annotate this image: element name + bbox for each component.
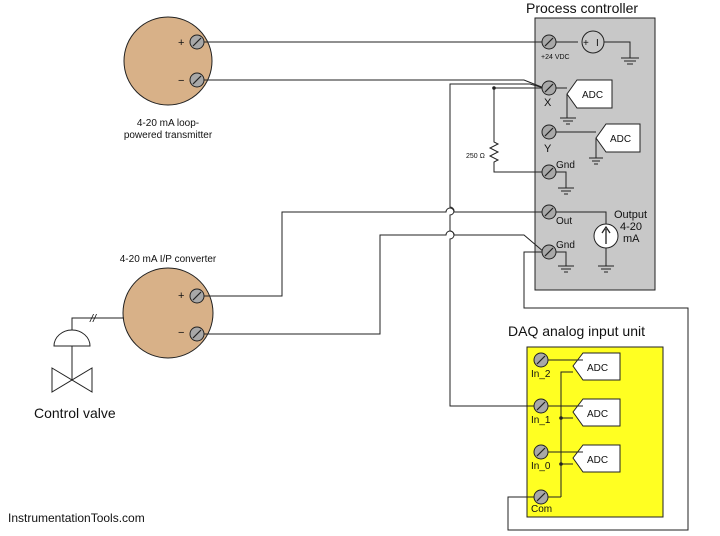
process-controller-box — [534, 17, 656, 291]
transmitter-body — [123, 16, 213, 106]
adc-x-label: ADC — [582, 90, 603, 101]
ground-icon — [560, 117, 576, 125]
com-terminal-label: Com — [531, 504, 552, 515]
output-label-line1: Output — [614, 209, 647, 221]
supply-voltage-label: +24 VDC — [541, 54, 570, 61]
supply-current-symbol: I — [596, 38, 599, 49]
transmitter-plus-sign: + — [178, 37, 184, 49]
in0-terminal — [533, 444, 549, 460]
adc-in1-block — [572, 398, 621, 427]
adc-in1-label: ADC — [587, 409, 608, 420]
y-terminal — [541, 124, 557, 140]
x-terminal-label: X — [544, 97, 552, 109]
ground-icon — [558, 265, 574, 273]
output-label-line3: mA — [623, 233, 640, 245]
transmitter-plus-terminal — [189, 34, 205, 50]
ip-converter-body — [122, 267, 214, 359]
transmitter-label-line2: powered transmitter — [124, 130, 213, 141]
gnd1-terminal — [541, 164, 557, 180]
resistor-label: 250 Ω — [466, 153, 485, 160]
x-terminal — [541, 80, 557, 96]
out-terminal-label: Out — [556, 216, 572, 227]
supply-plus-sign: + — [583, 38, 589, 49]
ip-converter-label: 4-20 mA I/P converter — [120, 254, 217, 265]
y-terminal-label: Y — [544, 143, 552, 155]
in2-terminal-label: In_2 — [531, 369, 551, 380]
pneumatic-signal-marks: // — [89, 313, 97, 325]
adc-in2-label: ADC — [587, 363, 608, 374]
valve-body-icon — [51, 367, 93, 393]
ip-converter-minus-sign: − — [178, 327, 184, 339]
ip-minus-terminal — [189, 326, 205, 342]
ground-icon — [589, 157, 603, 165]
transmitter-minus-sign: − — [178, 75, 184, 87]
ground-icon — [558, 187, 574, 195]
ground-icon — [598, 265, 614, 273]
adc-y-block — [595, 123, 641, 153]
in0-terminal-label: In_0 — [531, 461, 551, 472]
process-controller-title: Process controller — [526, 0, 638, 16]
gnd1-terminal-label: Gnd — [556, 160, 575, 171]
transmitter-label-line1: 4-20 mA loop- — [137, 118, 199, 129]
output-label-line2: 4-20 — [620, 221, 642, 233]
control-valve-label: Control valve — [34, 405, 116, 421]
in2-terminal — [533, 352, 549, 368]
adc-in2-block — [572, 352, 621, 381]
transmitter-minus-terminal — [189, 72, 205, 88]
resistor-icon — [488, 88, 556, 173]
adc-y-label: ADC — [610, 134, 631, 145]
current-arrow-icon — [601, 225, 611, 244]
valve-actuator-icon — [53, 329, 91, 347]
ground-icon — [621, 57, 639, 65]
com-terminal — [533, 489, 549, 505]
watermark-text: InstrumentationTools.com — [8, 511, 145, 525]
gnd2-terminal-label: Gnd — [556, 240, 575, 251]
in1-terminal — [533, 398, 549, 414]
in1-terminal-label: In_1 — [531, 415, 551, 426]
adc-in0-label: ADC — [587, 455, 608, 466]
out-terminal — [541, 204, 557, 220]
adc-x-block — [566, 79, 613, 109]
ip-plus-terminal — [189, 288, 205, 304]
ip-converter-plus-sign: + — [178, 290, 184, 302]
gnd2-terminal — [541, 244, 557, 260]
daq-unit-title: DAQ analog input unit — [508, 323, 645, 339]
adc-in0-block — [572, 444, 621, 473]
supply-terminal — [541, 34, 557, 50]
